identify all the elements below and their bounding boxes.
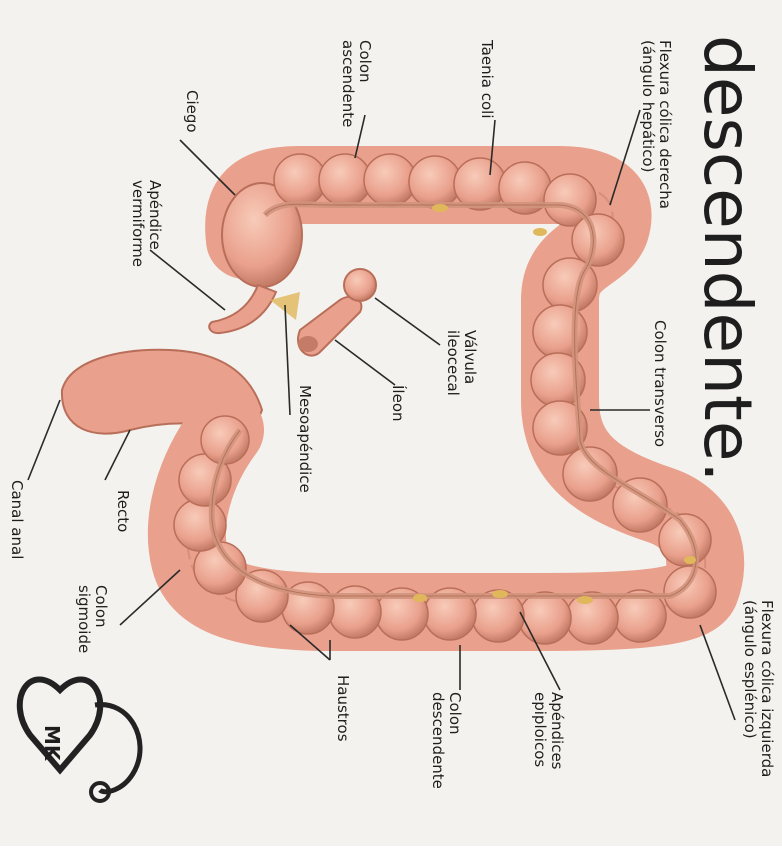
epiploic-appendage <box>492 590 508 598</box>
label-ciego: Ciego <box>183 90 201 133</box>
epiploic-appendage <box>684 556 696 564</box>
ileocecal-valve-shape <box>344 269 376 301</box>
label-text: Haustros <box>334 675 352 742</box>
label-apendices-epiploicos: Apéndicesepiploicos <box>531 692 566 770</box>
label-ileon: Íleon <box>389 385 408 422</box>
haustrum <box>572 214 624 266</box>
label-text: Canal anal <box>8 480 26 559</box>
label-text: Mesoapéndice <box>296 385 314 493</box>
haustrum <box>519 592 571 644</box>
label-canal-anal: Canal anal <box>8 480 26 559</box>
label-haustros: Haustros <box>334 675 352 742</box>
haustrum <box>319 154 371 206</box>
label-text: Ciego <box>183 90 201 133</box>
haustrum <box>409 156 461 208</box>
label-text: Apéndicesepiploicos <box>531 692 566 770</box>
label-text: Recto <box>114 490 132 532</box>
label-text: Colon transverso <box>651 320 669 447</box>
haustrum <box>274 154 326 206</box>
label-text: Taenia coli <box>478 39 496 119</box>
label-mesoapendice: Mesoapéndice <box>296 385 314 493</box>
logo-text: MK <box>40 725 64 762</box>
label-text: Íleon <box>389 385 408 422</box>
page-title: descendente. <box>689 35 766 482</box>
epiploic-appendage <box>432 204 448 212</box>
label-recto: Recto <box>114 490 132 532</box>
haustrum <box>364 154 416 206</box>
epiploic-appendage <box>533 228 547 236</box>
haustrum <box>533 305 587 359</box>
epiploic-appendage <box>577 596 593 604</box>
label-taenia: Taenia coli <box>478 39 496 119</box>
epiploic-appendage <box>413 594 427 602</box>
label-colon-transverso: Colon transverso <box>651 320 669 447</box>
ileum-opening <box>298 336 318 352</box>
haustrum <box>664 566 716 618</box>
